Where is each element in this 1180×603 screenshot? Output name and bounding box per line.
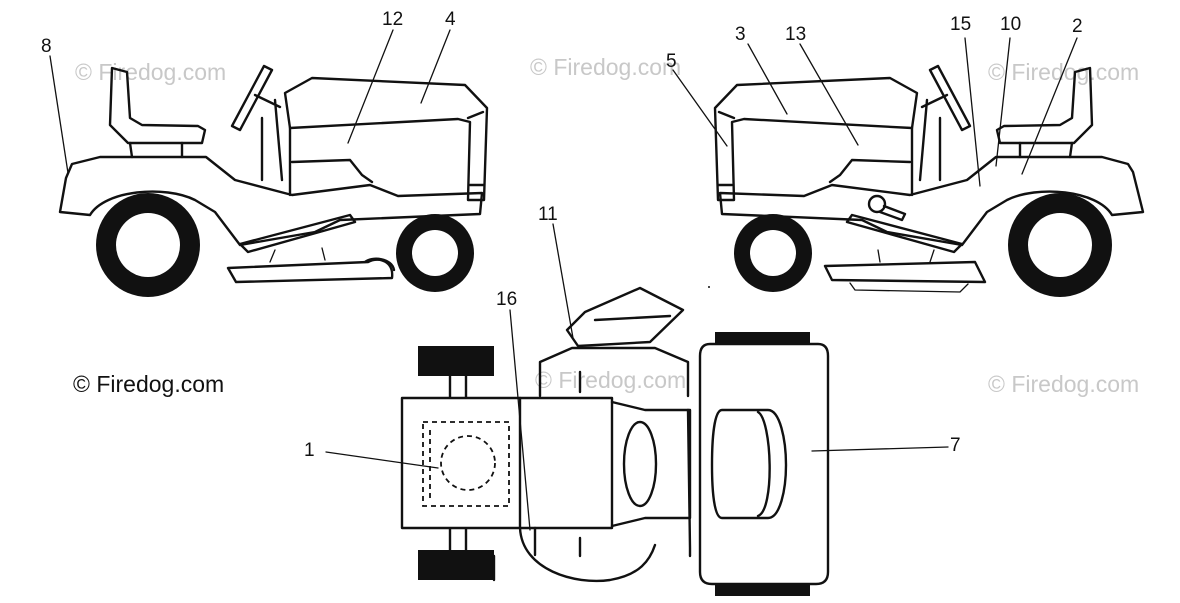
left-tractor-seat bbox=[108, 66, 207, 145]
leader-3 bbox=[747, 43, 788, 115]
watermark-middle: © Firedog.com bbox=[535, 367, 686, 393]
right-tractor-mower-deck bbox=[823, 260, 987, 284]
top-view-steering-wheel bbox=[622, 420, 658, 508]
right-tractor-hood bbox=[713, 76, 919, 202]
speck bbox=[708, 286, 710, 288]
callout-12: 12 bbox=[382, 9, 403, 30]
left-tractor-body bbox=[58, 155, 484, 247]
callout-15: 15 bbox=[950, 14, 971, 35]
callout-16: 16 bbox=[496, 289, 517, 310]
callout-labels: 8 12 4 5 3 13 15 10 2 11 16 1 7 bbox=[41, 9, 1083, 461]
top-view-chute-edge bbox=[593, 314, 672, 322]
top-view-seat-back bbox=[756, 410, 771, 518]
top-view-decal-outline bbox=[422, 421, 510, 507]
top-view-front-tire-upper bbox=[418, 346, 494, 376]
callout-5: 5 bbox=[666, 51, 677, 72]
top-view-hood bbox=[400, 396, 614, 530]
left-tractor-deck-hangers bbox=[269, 247, 326, 263]
top-view-front-tire-lower bbox=[418, 550, 494, 580]
right-tractor-front-hub bbox=[750, 230, 796, 276]
top-view-front-axle bbox=[448, 374, 496, 582]
right-tractor-lever bbox=[878, 204, 907, 222]
callout-1: 1 bbox=[304, 440, 315, 461]
left-tractor-rear-hub bbox=[116, 213, 180, 277]
callout-3: 3 bbox=[735, 24, 746, 45]
leader-7 bbox=[811, 446, 949, 452]
leader-8 bbox=[49, 55, 69, 174]
right-tractor-pedal bbox=[845, 213, 964, 254]
top-view-rear-tire-upper bbox=[715, 332, 810, 344]
right-tractor-deck-hangers bbox=[877, 249, 935, 263]
top-view-frame-edge bbox=[686, 408, 692, 558]
leader-15 bbox=[964, 37, 981, 187]
left-tractor-hood bbox=[283, 76, 489, 202]
watermark-left: © Firedog.com bbox=[73, 371, 224, 397]
right-tractor-hood-side bbox=[828, 126, 914, 197]
right-tractor-deck-skirt bbox=[849, 282, 969, 293]
right-tractor-steering-column bbox=[918, 93, 949, 182]
top-view-deck-lower bbox=[518, 526, 657, 583]
leader-12 bbox=[347, 29, 394, 144]
callout-2: 2 bbox=[1072, 16, 1083, 37]
top-view-seat bbox=[710, 408, 788, 520]
left-tractor-mower-deck bbox=[226, 258, 394, 284]
top-view-decal-circle bbox=[440, 435, 496, 491]
leader-1 bbox=[325, 451, 439, 469]
right-tractor-body bbox=[718, 155, 1145, 247]
left-tractor-steering-wheel bbox=[230, 64, 274, 132]
callout-leaders bbox=[49, 29, 1078, 531]
callout-10: 10 bbox=[1000, 14, 1021, 35]
leader-10 bbox=[995, 37, 1011, 167]
right-tractor-rear-hub bbox=[1028, 213, 1092, 277]
top-view-deck-upper bbox=[538, 346, 690, 398]
left-tractor-grille bbox=[466, 110, 486, 187]
leader-13 bbox=[799, 43, 859, 146]
top-view-rear-tire-lower bbox=[715, 584, 810, 596]
callout-8: 8 bbox=[41, 36, 52, 57]
right-tractor-seat-post bbox=[1018, 141, 1074, 159]
callout-7: 7 bbox=[950, 435, 961, 456]
callout-4: 4 bbox=[445, 9, 456, 30]
watermark-middle-right: © Firedog.com bbox=[988, 371, 1139, 397]
tractor-top-view bbox=[400, 286, 830, 596]
left-tractor-front-hub bbox=[412, 230, 458, 276]
top-view-dash bbox=[610, 400, 692, 528]
leader-11 bbox=[552, 223, 574, 339]
left-tractor-deck-chute bbox=[363, 257, 396, 272]
watermark-top-left: © Firedog.com bbox=[75, 59, 226, 85]
leader-4 bbox=[420, 29, 451, 104]
left-tractor-steering-column bbox=[253, 93, 284, 182]
left-tractor-pedal bbox=[238, 213, 357, 254]
tractor-left-side-view bbox=[58, 64, 489, 297]
callout-11: 11 bbox=[538, 204, 558, 225]
left-tractor-seat-post bbox=[128, 141, 184, 159]
right-tractor-steering-wheel bbox=[928, 64, 972, 132]
leader-2 bbox=[1021, 37, 1078, 175]
leader-16 bbox=[509, 309, 531, 531]
watermark-top-center: © Firedog.com bbox=[530, 54, 681, 80]
leader-5 bbox=[672, 69, 728, 147]
right-tractor-grille bbox=[716, 110, 736, 187]
left-tractor-hood-side bbox=[288, 126, 374, 197]
top-view-discharge-chute bbox=[565, 286, 685, 348]
right-tractor-lever-knob bbox=[867, 194, 887, 214]
callout-13: 13 bbox=[785, 24, 806, 45]
